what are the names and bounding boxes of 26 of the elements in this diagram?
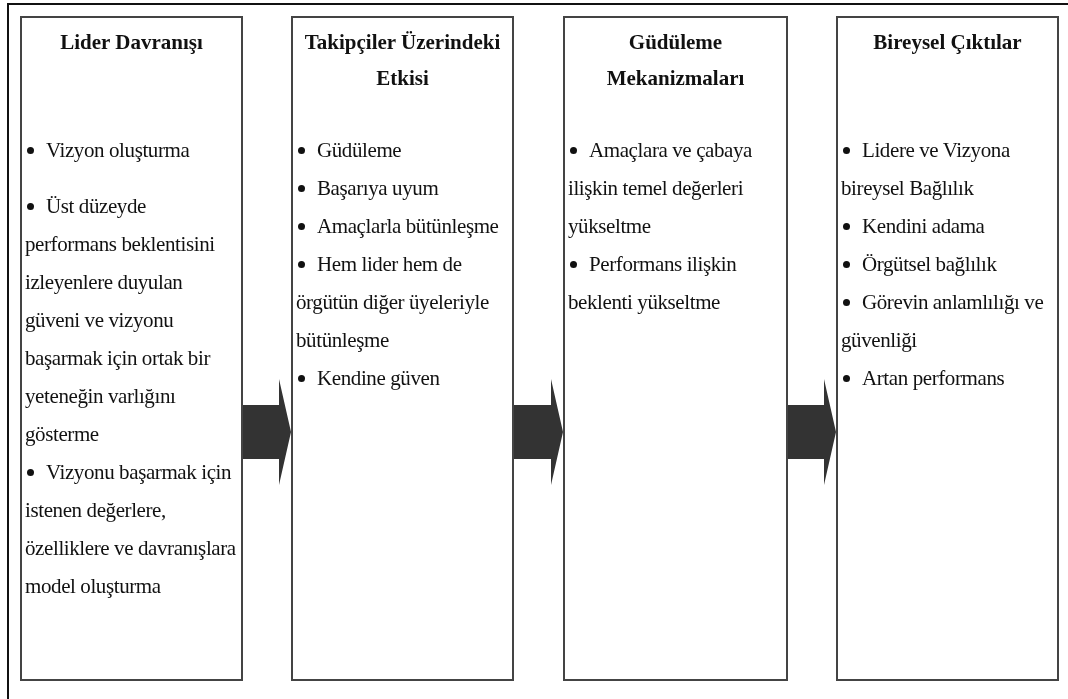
column-heading: Lider Davranışı xyxy=(59,29,204,56)
bullet-item: Vizyonu başarmak için istenen değerlere, özelliklere ve davranışlara model oluşturma xyxy=(25,453,239,605)
bullet-item: Başarıya uyum xyxy=(296,169,510,207)
bullet-item: Lidere ve Vizyona bireysel Bağlılık xyxy=(841,131,1055,207)
bullet-item: Kendine güven xyxy=(296,359,510,397)
bullet-item: Örgütsel bağlılık xyxy=(841,245,1055,283)
column-box xyxy=(836,16,1059,681)
bullet-item: Üst düzeyde performans beklentisini izleyenlere duyulan güveni ve vizyonu başarmak için ortak bir yeteneğin varlığını gösterme xyxy=(25,187,239,453)
bullet-item: Hem lider hem de örgütün diğer üyeleriyle bütünleşme xyxy=(296,245,510,359)
bullet-item: Vizyon oluşturma xyxy=(25,131,239,169)
block-arrow xyxy=(788,379,836,485)
bullet-item: Amaçlara ve çabaya ilişkin temel değerleri yükseltme xyxy=(568,131,784,245)
bullet-item: Görevin anlamlılığı ve güvenliği xyxy=(841,283,1055,359)
column-heading: Güdüleme Mekanizmaları xyxy=(605,29,746,92)
bullet-item: Amaçlarla bütünleşme xyxy=(296,207,510,245)
column-heading: Takipçiler Üzerindeki Etkisi xyxy=(303,29,502,92)
column-box xyxy=(20,16,243,681)
block-arrow xyxy=(514,379,563,485)
bullet-item: Güdüleme xyxy=(296,131,510,169)
column-box xyxy=(563,16,788,681)
column-heading: Bireysel Çıktılar xyxy=(872,29,1023,56)
column-box xyxy=(291,16,514,681)
block-arrow xyxy=(243,379,291,485)
bullet-item: Performans ilişkin beklenti yükseltme xyxy=(568,245,784,321)
bullet-item: Kendini adama xyxy=(841,207,1055,245)
bullet-item: Artan performans xyxy=(841,359,1055,397)
